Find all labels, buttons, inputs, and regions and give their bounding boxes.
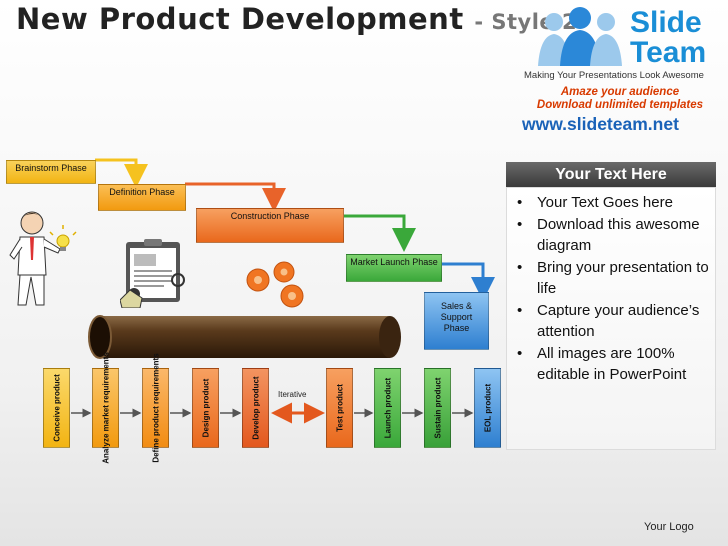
logo-line2: Team	[630, 36, 707, 69]
bullet-list: Your Text Goes here Download this awesom…	[507, 188, 715, 386]
brand-url[interactable]: www.slideteam.net	[522, 114, 679, 134]
step-analyze-market: Analyze market requirements	[92, 352, 119, 464]
bullet-item: Bring your presentation to life	[515, 257, 709, 300]
phase-definition: Definition Phase	[98, 184, 186, 211]
phase-sales-support: Sales & Support Phase	[424, 292, 489, 350]
promo-line2: Download unlimited templates	[536, 99, 704, 111]
iterative-label: Iterative	[278, 390, 307, 399]
bullet-item: Your Text Goes here	[515, 192, 709, 214]
step-develop-product: Develop product	[242, 368, 269, 448]
slide-title: New Product Development - Style 2	[16, 2, 577, 36]
step-test-product: Test product	[326, 368, 353, 448]
phase-construction: Construction Phase	[196, 208, 344, 243]
title-text: New Product Development	[16, 2, 464, 36]
step-sustain-product: Sustain product	[424, 368, 451, 448]
step-arrows	[71, 402, 474, 424]
pipeline-cylinder	[88, 315, 401, 359]
slideteam-logo: Slide Team	[630, 8, 706, 68]
text-panel: Your Text Goes here Download this awesom…	[506, 187, 716, 450]
businessman-idea-illustration	[9, 211, 77, 306]
gears-icon	[246, 261, 304, 308]
brand-block: Slide Team Making Your Presentations Loo…	[520, 6, 725, 146]
bullet-item: All images are 100% editable in PowerPoi…	[515, 343, 709, 386]
brand-tagline: Making Your Presentations Look Awesome	[524, 70, 704, 81]
logo-line1: Slide	[630, 6, 702, 39]
slideteam-people-icon	[538, 7, 622, 66]
clipboard-document-illustration	[120, 239, 185, 308]
phase-connectors	[95, 158, 495, 301]
phase-brainstorm: Brainstorm Phase	[6, 160, 96, 184]
bullet-item: Download this awesome diagram	[515, 214, 709, 257]
brand-promo: Amaze your audience Download unlimited t…	[522, 86, 718, 112]
phase-market-launch: Market Launch Phase	[346, 254, 442, 282]
step-launch-product: Launch product	[374, 368, 401, 448]
step-conceive-product: Conceive product	[43, 368, 70, 448]
bullet-item: Capture your audience’s attention	[515, 300, 709, 343]
step-label: Conceive product	[52, 374, 61, 442]
step-eol-product: EOL product	[474, 368, 501, 448]
step-define-requirements: Define product requirements	[142, 353, 169, 463]
panel-heading: Your Text Here	[506, 162, 716, 187]
promo-line1: Amaze your audience	[560, 86, 680, 98]
footer-logo-placeholder: Your Logo	[644, 521, 694, 533]
step-design-product: Design product	[192, 368, 219, 448]
